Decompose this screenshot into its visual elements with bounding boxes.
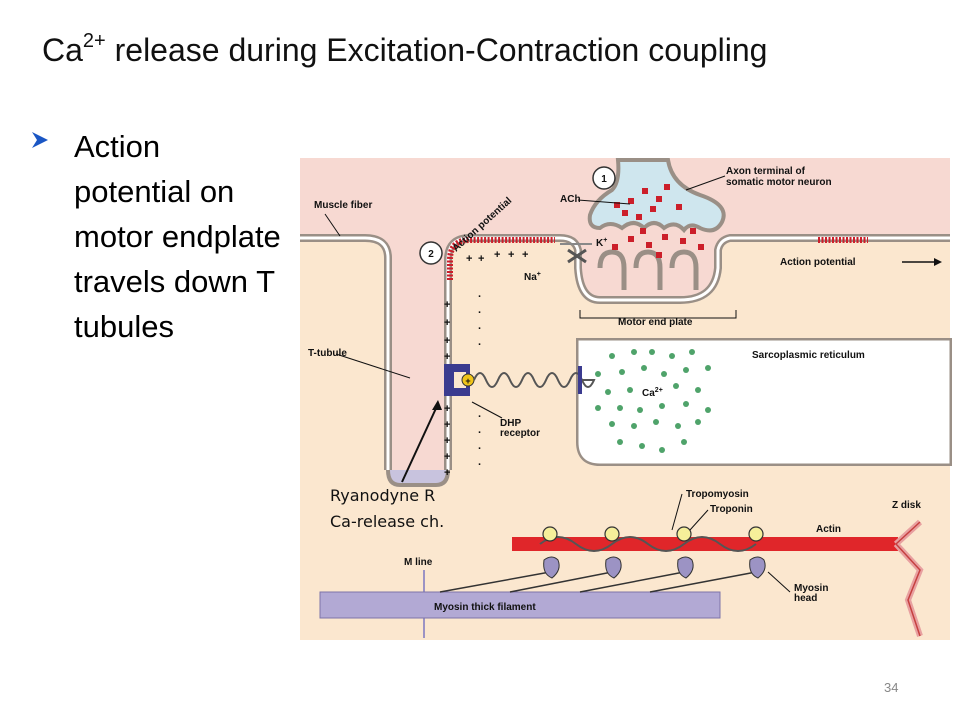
label-t-tubule: T-tubule [308, 348, 347, 359]
label-troponin: Troponin [710, 504, 753, 515]
label-axon-terminal-2: somatic motor neuron [726, 177, 832, 188]
label-sarcoplasmic-reticulum: Sarcoplasmic reticulum [752, 350, 865, 361]
label-m-line: M line [404, 557, 433, 568]
svg-text:·: · [478, 443, 482, 455]
svg-text:+: + [444, 467, 450, 479]
label-ach: ACh [560, 194, 581, 205]
label-ca: Ca2+ [642, 387, 663, 399]
svg-text:·: · [478, 307, 482, 319]
label-z-disk: Z disk [892, 500, 921, 511]
calcium-ions [595, 349, 711, 453]
svg-text:+: + [444, 335, 450, 347]
svg-text:+: + [444, 351, 450, 363]
label-myosin-head-2: head [794, 593, 817, 604]
label-muscle-fiber: Muscle fiber [314, 200, 372, 211]
label-actin: Actin [816, 524, 841, 535]
svg-text:+: + [444, 435, 450, 447]
step-1-circle [592, 166, 616, 190]
title-rest: release during Excitation-Contraction co… [105, 32, 768, 68]
svg-text:·: · [478, 459, 482, 471]
svg-text:+: + [508, 249, 514, 261]
page-number: 34 [884, 680, 899, 695]
title-superscript: 2+ [82, 30, 106, 52]
membrane-charges: + + + + + + + + + + + + + + · · · · · · · · [444, 249, 528, 479]
ach-molecules [612, 184, 704, 258]
svg-text:+: + [444, 403, 450, 415]
svg-text:·: · [478, 339, 482, 351]
label-action-potential-right: Action potential [780, 257, 856, 268]
svg-text:+: + [466, 253, 472, 265]
label-myosin-thick-filament: Myosin thick filament [434, 602, 536, 613]
svg-text:+: + [494, 249, 500, 261]
arrow-right-icon [934, 258, 942, 266]
svg-text:·: · [478, 411, 482, 423]
title-prefix: Ca [42, 32, 83, 68]
step-2-number: 2 [428, 249, 434, 260]
label-ryanodyne-2: Ca-release ch. [330, 512, 444, 531]
t-tubule-bottom [386, 469, 450, 487]
ryanodyne-pointer [401, 403, 439, 483]
step-2-circle [419, 241, 443, 265]
myosin-thick-filament [319, 591, 721, 619]
depolarized-membrane [447, 237, 555, 280]
svg-text:+: + [478, 253, 484, 265]
label-na-ion: Na+ [524, 271, 541, 283]
label-ryanodyne-1: Ryanodyne R [330, 486, 435, 505]
svg-text:+: + [522, 249, 528, 261]
label-motor-end-plate: Motor end plate [618, 317, 693, 328]
svg-text:+: + [444, 419, 450, 431]
myosin-arms [439, 571, 757, 593]
svg-text:+: + [444, 451, 450, 463]
svg-text:+: + [465, 376, 470, 386]
svg-text:+: + [444, 299, 450, 311]
troponin [542, 526, 764, 542]
label-k-ion: K+ [596, 237, 607, 249]
bullet-text: Action potential on motor endplate trave… [74, 129, 281, 344]
label-tropomyosin: Tropomyosin [686, 489, 749, 500]
myosin-heads [543, 556, 766, 579]
slide-title: Ca2+ release during Excitation-Contracti… [42, 30, 767, 69]
ion-channel-icon [560, 243, 592, 264]
label-dhp-2: receptor [500, 428, 540, 439]
bullet-arrow-icon [32, 132, 48, 148]
tropomyosin [539, 536, 757, 552]
label-myosin-head-1: Myosin [794, 583, 828, 594]
svg-text:·: · [478, 323, 482, 335]
label-axon-terminal-1: Axon terminal of [726, 166, 806, 177]
svg-text:+: + [444, 317, 450, 329]
svg-text:·: · [478, 427, 482, 439]
label-dhp-1: DHP [500, 418, 521, 429]
junctional-folds [597, 249, 699, 290]
svg-text:·: · [478, 291, 482, 303]
step-1-number: 1 [601, 174, 607, 185]
ryanodine-receptor [473, 372, 596, 388]
